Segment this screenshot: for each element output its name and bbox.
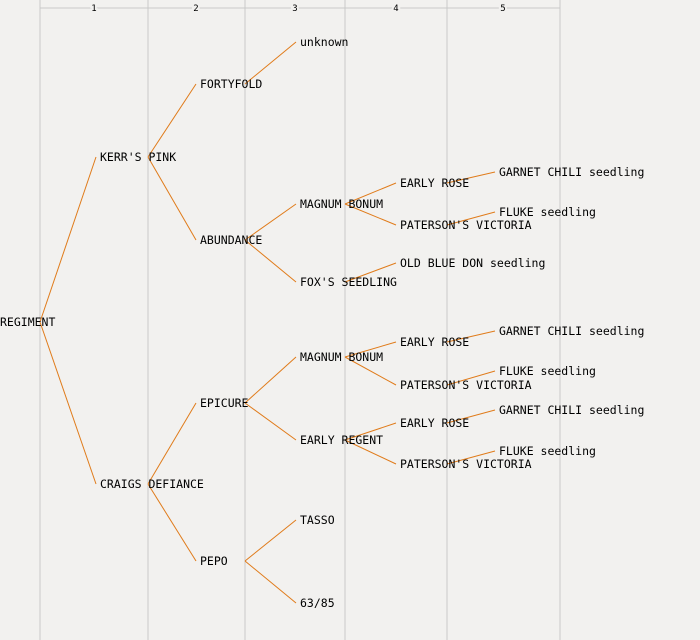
generation-number-3: 3 bbox=[292, 4, 297, 14]
pedigree-edge-abundance-foxs-seedling bbox=[244, 239, 297, 283]
generation-number-5: 5 bbox=[500, 4, 505, 14]
tree-node-fortyfold[interactable]: FORTYFOLD bbox=[200, 77, 262, 91]
tree-node-abundance[interactable]: ABUNDANCE bbox=[200, 233, 262, 247]
tree-node-garnet-chili-3[interactable]: GARNET CHILI seedling bbox=[499, 403, 644, 417]
tree-node-patersons-victoria-1[interactable]: PATERSON'S VICTORIA bbox=[400, 218, 532, 232]
generation-number-1: 1 bbox=[91, 4, 96, 14]
pedigree-edge-magnum-bonum-1-early-rose-1 bbox=[344, 182, 397, 205]
pedigree-edge-craigs-defiance-epicure bbox=[147, 402, 197, 485]
tree-node-fluke-1[interactable]: FLUKE seedling bbox=[499, 205, 596, 219]
tree-node-magnum-bonum-2[interactable]: MAGNUM BONUM bbox=[300, 350, 383, 364]
tree-node-garnet-chili-1[interactable]: GARNET CHILI seedling bbox=[499, 165, 644, 179]
tree-node-old-blue-don-seedling[interactable]: OLD BLUE DON seedling bbox=[400, 256, 545, 270]
pedigree-edge-magnum-bonum-1-patersons-victoria-1 bbox=[344, 203, 397, 226]
pedigree-edge-epicure-magnum-bonum-2 bbox=[244, 356, 297, 404]
pedigree-edge-kerrs-pink-abundance bbox=[147, 156, 197, 241]
tree-node-epicure[interactable]: EPICURE bbox=[200, 396, 249, 410]
tree-node-kerrs-pink[interactable]: KERR'S PINK bbox=[100, 150, 176, 164]
pedigree-edge-magnum-bonum-2-patersons-victoria-2 bbox=[344, 356, 397, 386]
tree-node-early-rose-3[interactable]: EARLY ROSE bbox=[400, 416, 469, 430]
tree-node-magnum-bonum-1[interactable]: MAGNUM BONUM bbox=[300, 197, 383, 211]
pedigree-edge-patersons-victoria-1-fluke-1 bbox=[446, 211, 496, 226]
tree-node-regiment[interactable]: REGIMENT bbox=[0, 315, 55, 329]
pedigree-edge-foxs-seedling-old-blue-don-seedling bbox=[344, 262, 397, 283]
pedigree-edge-craigs-defiance-pepo bbox=[147, 483, 197, 562]
pedigree-edge-regiment-kerrs-pink bbox=[39, 156, 97, 323]
tree-node-garnet-chili-2[interactable]: GARNET CHILI seedling bbox=[499, 324, 644, 338]
pedigree-edge-early-rose-1-garnet-chili-1 bbox=[446, 171, 496, 184]
tree-node-patersons-victoria-3[interactable]: PATERSON'S VICTORIA bbox=[400, 457, 532, 471]
tree-node-cross-63-85[interactable]: 63/85 bbox=[300, 596, 335, 610]
tree-node-foxs-seedling[interactable]: FOX'S SEEDLING bbox=[300, 275, 397, 289]
tree-node-fluke-3[interactable]: FLUKE seedling bbox=[499, 444, 596, 458]
pedigree-edge-pepo-cross-63-85 bbox=[244, 560, 297, 604]
tree-node-tasso[interactable]: TASSO bbox=[300, 513, 335, 527]
tree-node-patersons-victoria-2[interactable]: PATERSON'S VICTORIA bbox=[400, 378, 532, 392]
tree-node-early-rose-1[interactable]: EARLY ROSE bbox=[400, 176, 469, 190]
pedigree-edge-early-regent-early-rose-3 bbox=[344, 422, 397, 441]
pedigree-edge-fortyfold-unknown bbox=[244, 41, 297, 85]
generation-number-2: 2 bbox=[193, 4, 198, 14]
tree-node-unknown[interactable]: unknown bbox=[300, 35, 348, 49]
pedigree-edge-patersons-victoria-3-fluke-3 bbox=[446, 450, 496, 465]
tree-node-early-rose-2[interactable]: EARLY ROSE bbox=[400, 335, 469, 349]
pedigree-edge-early-rose-2-garnet-chili-2 bbox=[446, 330, 496, 343]
tree-node-craigs-defiance[interactable]: CRAIGS DEFIANCE bbox=[100, 477, 204, 491]
pedigree-edge-pepo-tasso bbox=[244, 519, 297, 562]
pedigree-edge-regiment-craigs-defiance bbox=[39, 321, 97, 485]
pedigree-edge-early-rose-3-garnet-chili-3 bbox=[446, 409, 496, 424]
pedigree-edge-epicure-early-regent bbox=[244, 402, 297, 441]
tree-node-early-regent[interactable]: EARLY REGENT bbox=[300, 433, 383, 447]
tree-node-fluke-2[interactable]: FLUKE seedling bbox=[499, 364, 596, 378]
pedigree-edge-abundance-magnum-bonum-1 bbox=[244, 203, 297, 241]
generation-number-4: 4 bbox=[393, 4, 398, 14]
pedigree-edge-magnum-bonum-2-early-rose-2 bbox=[344, 341, 397, 358]
pedigree-edge-early-regent-patersons-victoria-3 bbox=[344, 439, 397, 465]
pedigree-edge-patersons-victoria-2-fluke-2 bbox=[446, 370, 496, 386]
tree-node-pepo[interactable]: PEPO bbox=[200, 554, 228, 568]
pedigree-edge-kerrs-pink-fortyfold bbox=[147, 83, 197, 158]
